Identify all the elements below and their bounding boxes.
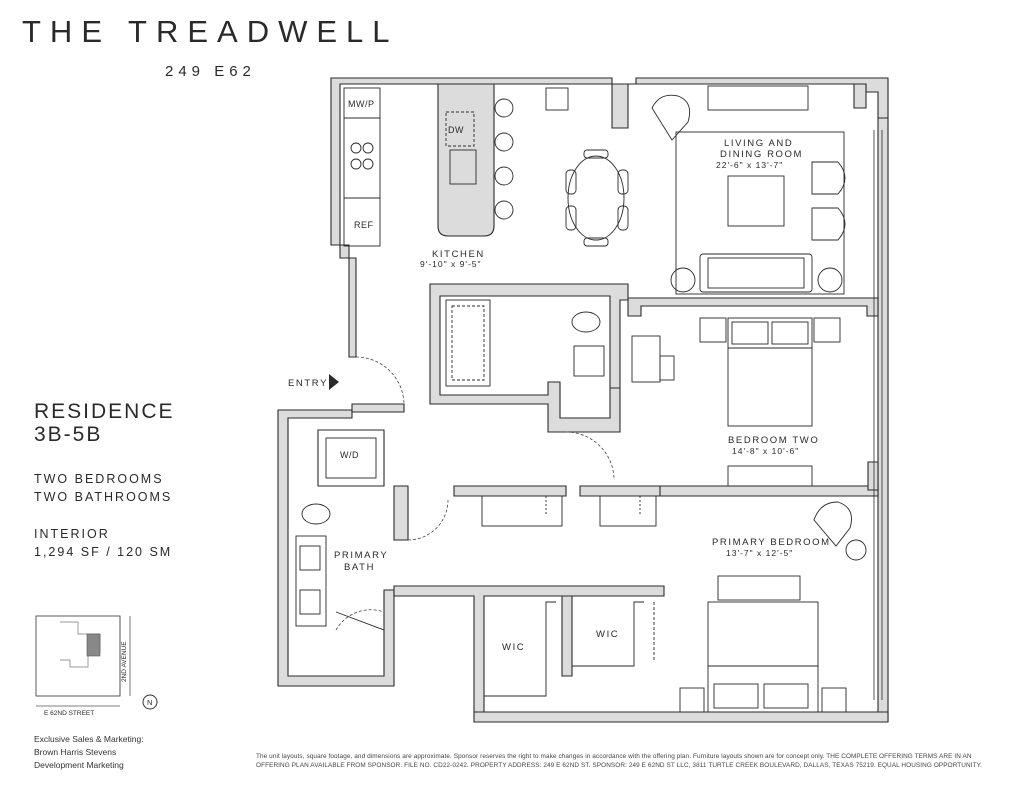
console (707, 85, 809, 111)
key-plan: E 62ND STREET 2ND AVENUE N (35, 615, 158, 717)
kitchen-fixtures (343, 87, 629, 247)
primary-bath-name-1: PRIMARY (334, 550, 388, 561)
living-room-name-1: LIVING AND (724, 138, 793, 149)
residence-number: 3B-5B (34, 423, 103, 446)
range-hood (545, 87, 569, 111)
north-label: N (147, 698, 152, 707)
marketing-firm: Brown Harris Stevens (34, 747, 117, 757)
key-plan-street-label: E 62ND STREET (44, 710, 94, 717)
desk (631, 335, 661, 383)
primary-bedroom-furniture (679, 501, 867, 713)
wic-2-label: WIC (596, 629, 619, 640)
coffee-table (727, 175, 785, 227)
wic-1-label: WIC (502, 642, 525, 653)
building-name: THE TREADWELL (22, 14, 399, 49)
kitchen-name: KITCHEN (432, 249, 485, 260)
living-room-dims: 22'-6" x 13'-7" (716, 160, 783, 170)
dw-label: DW (448, 125, 464, 135)
interior-area: 1,294 SF / 120 SM (34, 545, 173, 559)
bath-sink (573, 345, 605, 377)
bedroom-two-dims: 14'-8" x 10'-6" (732, 446, 799, 456)
primary-bedroom-name: PRIMARY BEDROOM (712, 537, 831, 548)
bedroom-two-furniture (631, 317, 841, 487)
primary-bed (707, 601, 819, 713)
marketing-division: Development Marketing (34, 760, 124, 770)
legal-disclaimer: The unit layouts, square footage, and di… (256, 753, 983, 769)
ref-label: REF (354, 220, 374, 230)
building-address: 249 E62 (165, 63, 256, 80)
cooktop (343, 117, 381, 199)
closets (481, 495, 657, 697)
residence-title: RESIDENCE 3B-5B (34, 400, 175, 446)
hall-bath-fixtures (445, 299, 605, 387)
dining-table (567, 155, 625, 241)
double-vanity (295, 535, 327, 627)
kitchen-dims: 9'-10" x 9'-5" (420, 259, 482, 269)
washer-dryer (325, 437, 377, 479)
primary-bath-name-2: BATH (344, 562, 375, 573)
living-room-name-2: DINING ROOM (720, 149, 803, 160)
key-plan-unit-highlight (86, 633, 101, 657)
toilet (571, 311, 601, 333)
sofa (699, 253, 813, 293)
interior-label: INTERIOR (34, 527, 110, 541)
bedroom-two-name: BEDROOM TWO (728, 435, 819, 446)
refrigerator (343, 197, 381, 247)
living-furniture (651, 85, 846, 295)
dishwasher (445, 111, 475, 147)
exterior-walls (277, 77, 889, 723)
living-rug (675, 131, 845, 295)
north-arrow-icon (142, 694, 158, 710)
primary-bath-fixtures (295, 503, 385, 631)
mwp-label: MW/P (348, 99, 375, 109)
entry-arrow-icon (329, 374, 339, 390)
toilet-primary (301, 503, 331, 525)
bathroom-count: TWO BATHROOMS (34, 490, 173, 504)
marketing-credit-label: Exclusive Sales & Marketing: (34, 734, 144, 744)
doors (335, 356, 615, 631)
windows (873, 130, 883, 700)
entry-label: ENTRY (288, 378, 328, 389)
wd-label: W/D (340, 450, 359, 460)
bathtub (445, 299, 491, 387)
key-plan-avenue-label: 2ND AVENUE (121, 641, 128, 682)
island-sink (449, 149, 477, 185)
residence-title-line1: RESIDENCE (34, 400, 175, 423)
bedroom-count: TWO BEDROOMS (34, 472, 164, 486)
primary-bedroom-dims: 13'-7" x 12'-5" (726, 548, 793, 558)
bed-two (727, 317, 813, 427)
armchair (651, 94, 691, 141)
